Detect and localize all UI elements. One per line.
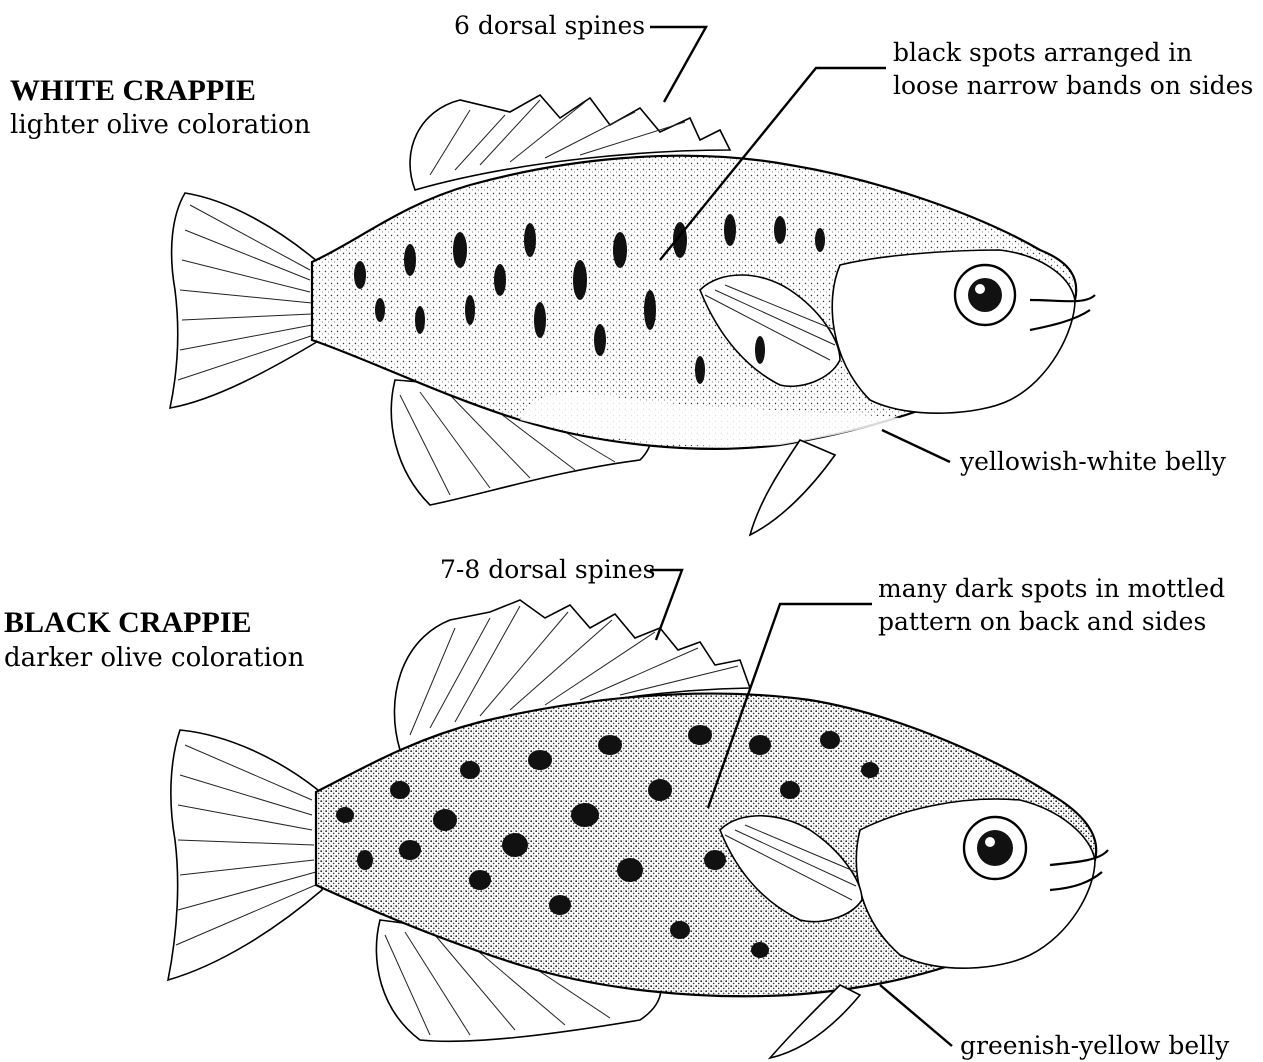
callout-belly: yellowish-white belly	[959, 447, 1227, 476]
leader-dorsal-spines	[650, 27, 706, 102]
callout-spots-line2: loose narrow bands on sides	[893, 71, 1253, 100]
species-title: BLACK CRAPPIE	[4, 606, 252, 639]
white-crappie-group: WHITE CRAPPIE lighter olive coloration	[10, 11, 1253, 535]
species-coloration: darker olive coloration	[4, 643, 305, 673]
black-crappie-group: BLACK CRAPPIE darker olive coloration	[4, 555, 1230, 1060]
leader-belly	[880, 985, 952, 1046]
callout-spots-line2: pattern on back and sides	[878, 607, 1206, 636]
species-title: WHITE CRAPPIE	[10, 74, 256, 107]
callout-dorsal-spines: 7-8 dorsal spines	[440, 555, 655, 584]
black-crappie-illustration	[168, 600, 1108, 1058]
callout-spots-line1: black spots arranged in	[893, 38, 1192, 67]
leader-belly	[882, 430, 950, 462]
species-coloration: lighter olive coloration	[10, 110, 311, 140]
callout-spots-line1: many dark spots in mottled	[878, 574, 1225, 603]
callout-belly: greenish-yellow belly	[960, 1031, 1230, 1060]
white-crappie-illustration	[170, 95, 1095, 535]
callout-dorsal-spines: 6 dorsal spines	[454, 11, 645, 40]
